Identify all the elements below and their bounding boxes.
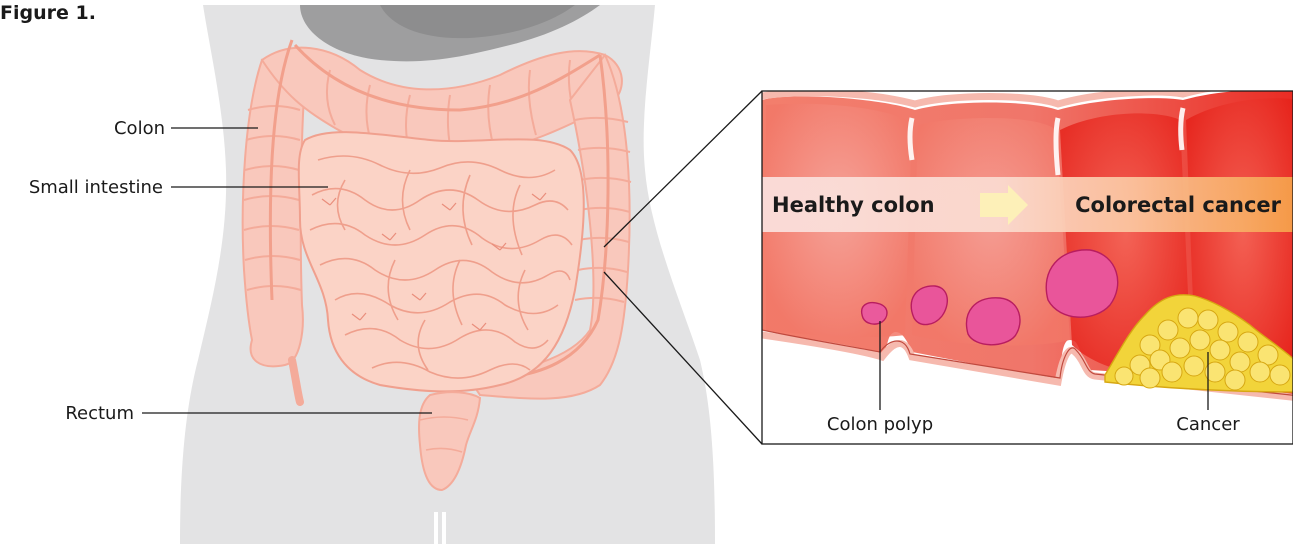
colon-inset: Healthy colon Colorectal cancer Colon po… [762,84,1293,444]
colon-polyp-label: Colon polyp [827,414,933,435]
healthy-colon-label: Healthy colon [772,193,935,217]
colon-label: Colon [114,118,165,139]
rectum-label: Rectum [65,403,134,424]
cancer-label: Cancer [1176,414,1240,435]
small-intestine [299,132,584,391]
colorectal-cancer-label: Colorectal cancer [1075,193,1281,217]
small-intestine-label: Small intestine [29,177,163,198]
